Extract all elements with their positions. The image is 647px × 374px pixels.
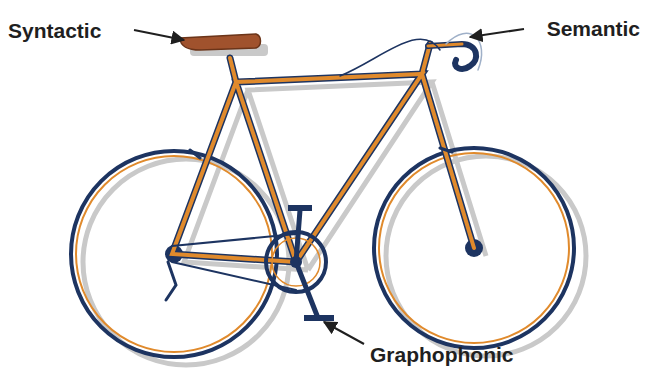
part-label: Semantic [547, 18, 640, 39]
wheels [71, 148, 574, 357]
leader-arrows [134, 29, 524, 344]
part-label: Graphophonic [370, 344, 514, 365]
frame [166, 33, 482, 300]
part-label: Syntactic [8, 20, 101, 41]
crankset [266, 208, 334, 318]
saddle [180, 34, 261, 50]
bike-shadow [83, 44, 586, 365]
